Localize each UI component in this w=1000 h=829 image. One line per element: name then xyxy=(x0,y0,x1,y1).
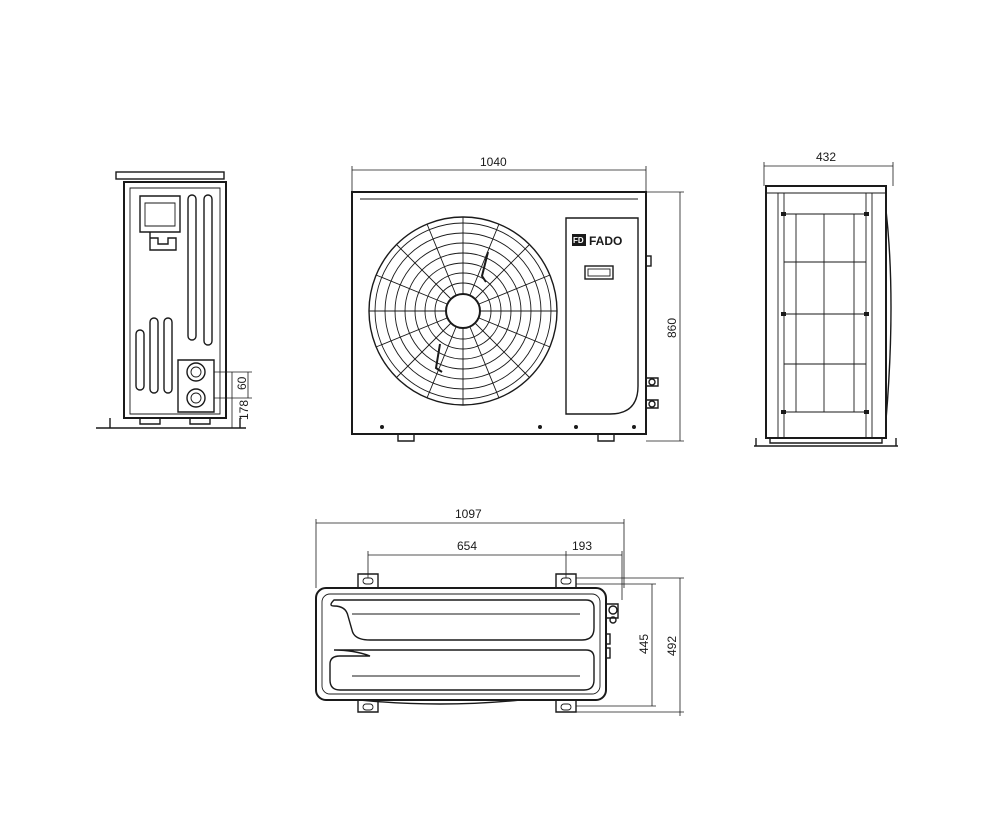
left-valve-upper xyxy=(186,362,206,382)
left-slot-5 xyxy=(163,317,173,394)
left-body-outline xyxy=(123,181,227,419)
logo-mark-box xyxy=(572,234,586,246)
dim-432-label: 432 xyxy=(816,150,836,164)
right-grille-curve xyxy=(885,209,892,421)
top-panel-lower xyxy=(329,649,595,691)
front-side-panel xyxy=(565,217,639,415)
left-valve-lower-inner xyxy=(190,392,202,404)
dim-860-label: 860 xyxy=(665,318,679,338)
top-body-inner xyxy=(321,593,601,695)
top-body-outline xyxy=(315,587,607,701)
left-handle-grip xyxy=(149,232,177,251)
front-screw-4 xyxy=(632,425,636,429)
fan-blade-mark-1 xyxy=(480,251,489,283)
right-guard-grid xyxy=(784,213,866,413)
front-valve-lower xyxy=(648,400,656,408)
top-foot-tr-slot xyxy=(560,577,572,585)
left-valve-pocket xyxy=(177,359,215,413)
top-foot-br-slot xyxy=(560,703,572,711)
top-foot-bl-slot xyxy=(362,703,374,711)
left-feet xyxy=(109,418,241,428)
front-valve-upper xyxy=(648,378,656,386)
left-body-inner xyxy=(129,187,221,415)
dim-1097-label: 1097 xyxy=(455,507,482,521)
front-screw-2 xyxy=(538,425,542,429)
top-view: 1097 654 193 49 xyxy=(315,507,684,716)
right-body-outline xyxy=(765,185,887,439)
top-foot-tr xyxy=(555,573,577,588)
right-guard-clips xyxy=(781,212,869,414)
left-handle xyxy=(139,195,181,233)
top-foot-tl-slot xyxy=(362,577,374,585)
left-handle-inner xyxy=(144,202,176,227)
dim-654-label: 654 xyxy=(457,539,477,553)
fan-grille-spokes xyxy=(369,217,557,405)
top-valve-2 xyxy=(609,616,617,624)
front-view: 1040 xyxy=(351,155,684,442)
fan-hub xyxy=(445,293,481,329)
left-side-view: 60 178 xyxy=(96,171,252,429)
right-side-view: 432 xyxy=(754,150,898,447)
top-valve-bracket xyxy=(606,603,619,619)
front-body-outline xyxy=(351,191,647,435)
fan-blade-mark-2 xyxy=(434,343,443,373)
top-valve-1 xyxy=(608,605,618,615)
front-display-inner xyxy=(587,268,611,277)
top-valve-4 xyxy=(605,647,611,659)
dim-178-label: 178 xyxy=(237,400,251,420)
front-service-valves xyxy=(646,377,659,409)
top-fan-guard-edge xyxy=(359,699,521,705)
left-slot-4 xyxy=(149,317,159,394)
top-valve-3 xyxy=(605,633,611,645)
top-panel-upper xyxy=(330,599,595,641)
front-side-bracket xyxy=(645,255,652,267)
dim-1040-label: 1040 xyxy=(480,155,507,169)
logo-text: FADO xyxy=(589,234,622,248)
top-foot-tl xyxy=(357,573,379,588)
front-feet xyxy=(397,434,615,442)
dim-60-label: 60 xyxy=(235,376,249,390)
left-slot-3 xyxy=(135,329,145,391)
left-valve-upper-inner xyxy=(190,366,202,378)
dim-193-label: 193 xyxy=(572,539,592,553)
front-screw-1 xyxy=(380,425,384,429)
left-slot-2 xyxy=(203,194,213,346)
left-valve-lower xyxy=(186,388,206,408)
dim-445-label: 445 xyxy=(637,634,651,654)
logo-mark: FD xyxy=(573,236,584,245)
front-screw-3 xyxy=(574,425,578,429)
right-base xyxy=(754,438,898,447)
left-top-cap xyxy=(115,171,225,180)
front-display-window xyxy=(584,265,614,280)
left-slot-1 xyxy=(187,194,197,341)
top-foot-bl xyxy=(357,700,379,713)
dim-492-label: 492 xyxy=(665,636,679,656)
